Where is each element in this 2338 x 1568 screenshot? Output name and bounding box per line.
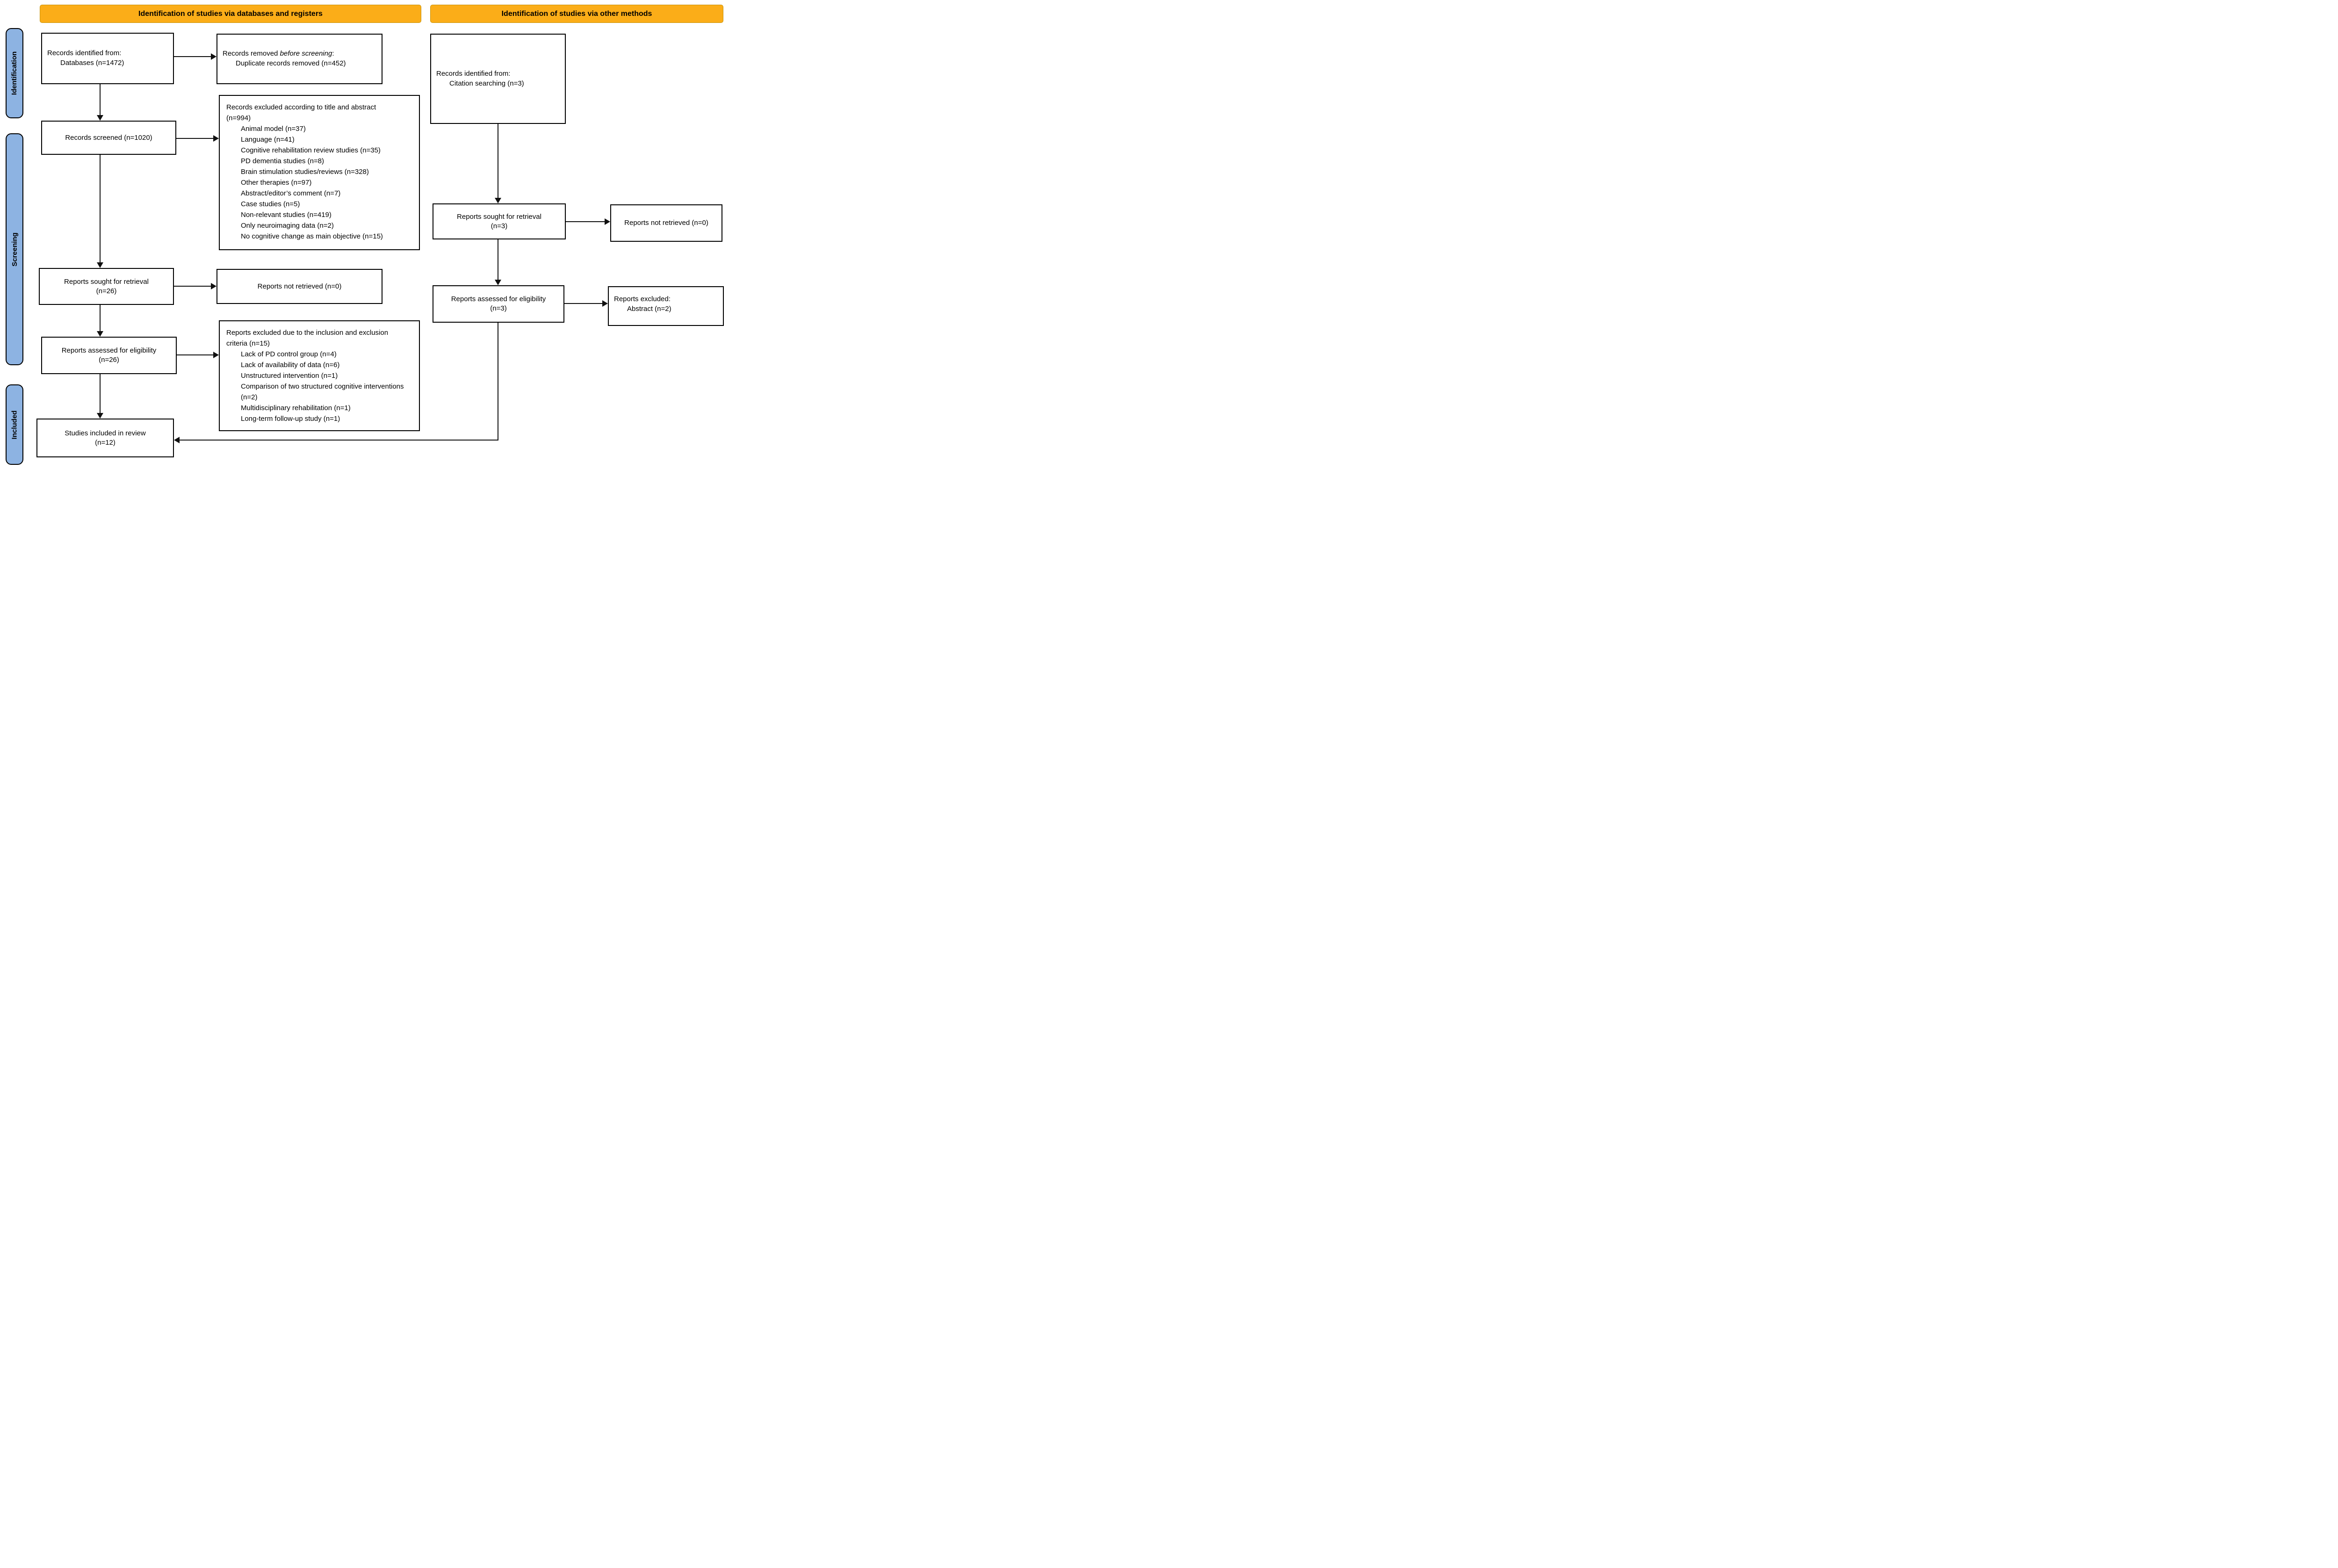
- banner-other-methods-label: Identification of studies via other meth…: [501, 9, 652, 18]
- arrowhead-elbow-to-studies-included: [174, 437, 180, 443]
- banner-databases-registers-label: Identification of studies via databases …: [138, 9, 323, 18]
- connector-identified-to-screened: [100, 84, 101, 115]
- phase-label-included: Included: [10, 410, 19, 439]
- arrowhead-identified-to-screened: [97, 115, 103, 121]
- reports-not-retrieved-right-label: Reports not retrieved (n=0): [624, 219, 708, 227]
- connector-screened-to-excluded: [176, 138, 213, 139]
- reports-sought-line1: Reports sought for retrieval: [64, 277, 149, 286]
- records-removed-suffix: :: [332, 50, 334, 58]
- reports-excluded-abstract-line2: Abstract (n=2): [627, 304, 671, 313]
- prisma-flow-diagram: Identification of studies via databases …: [0, 0, 733, 468]
- records-excluded-item: Other therapies (n=97): [241, 179, 312, 187]
- records-excluded-item: No cognitive change as main objective (n…: [241, 232, 383, 240]
- reports-excluded-criteria-item: Lack of availability of data (n=6): [241, 361, 340, 369]
- arrowhead-identified-to-removed: [211, 53, 216, 60]
- reports-assessed-line1: Reports assessed for eligibility: [61, 347, 157, 355]
- reports-excluded-criteria-item: Long-term follow-up study (n=1): [241, 415, 340, 423]
- reports-excluded-criteria-item: Comparison of two structured cognitive i…: [241, 383, 404, 401]
- connector-sought-to-notretrieved-right: [566, 221, 605, 222]
- box-records-identified-citation: Records identified from: Citation search…: [430, 34, 566, 124]
- box-studies-included: Studies included in review (n=12): [36, 419, 174, 457]
- reports-not-retrieved-label: Reports not retrieved (n=0): [257, 282, 342, 290]
- reports-excluded-criteria-item: Unstructured intervention (n=1): [241, 372, 338, 380]
- connector-screened-to-sought: [100, 155, 101, 262]
- box-records-excluded-title-abstract: Records excluded according to title and …: [219, 95, 420, 250]
- reports-assessed-right-line2: (n=3): [490, 304, 507, 312]
- records-identified-line1: Records identified from:: [47, 49, 122, 58]
- reports-sought-line2: (n=26): [96, 287, 117, 295]
- arrowhead-screened-to-sought: [97, 262, 103, 268]
- reports-excluded-criteria-title: Reports excluded due to the inclusion an…: [226, 329, 389, 347]
- connector-sought-to-notretrieved: [174, 286, 211, 287]
- phase-label-identification: Identification: [10, 51, 19, 95]
- connector-assessed-to-included: [100, 374, 101, 413]
- records-screened-label: Records screened (n=1020): [65, 133, 152, 142]
- arrowhead-assessed-to-excluded: [213, 352, 219, 358]
- records-identified-line2: Databases (n=1472): [60, 59, 124, 67]
- banner-databases-registers: Identification of studies via databases …: [40, 5, 421, 23]
- arrowhead-screened-to-excluded: [213, 135, 219, 142]
- reports-excluded-criteria-item: Multidisciplinary rehabilitation (n=1): [241, 404, 351, 412]
- records-excluded-title: Records excluded according to title and …: [226, 103, 376, 122]
- arrowhead-assessed-to-excluded-right: [602, 300, 608, 307]
- box-reports-sought-retrieval-left: Reports sought for retrieval (n=26): [39, 268, 174, 305]
- banner-other-methods: Identification of studies via other meth…: [430, 5, 723, 23]
- box-reports-assessed-left: Reports assessed for eligibility (n=26): [41, 337, 177, 374]
- connector-assessed-to-excluded: [177, 354, 213, 355]
- connector-right-assessed-elbow-horizontal: [180, 440, 498, 441]
- citation-identified-line1: Records identified from:: [436, 69, 511, 78]
- arrowhead-sought-to-notretrieved: [211, 283, 216, 289]
- reports-excluded-abstract-line1: Reports excluded:: [614, 295, 671, 303]
- reports-sought-right-line1: Reports sought for retrieval: [457, 212, 541, 221]
- arrowhead-sought-to-assessed: [97, 331, 103, 337]
- records-removed-italic: before screening: [280, 50, 332, 58]
- arrowhead-sought-to-assessed-right: [495, 280, 501, 285]
- connector-assessed-to-excluded-right: [564, 303, 602, 304]
- box-records-identified-databases: Records identified from: Databases (n=14…: [41, 33, 174, 84]
- records-removed-line2: Duplicate records removed (n=452): [236, 59, 346, 67]
- records-excluded-item: Abstract/editor’s comment (n=7): [241, 189, 341, 197]
- records-excluded-item: Language (n=41): [241, 136, 295, 144]
- records-excluded-item: Non-relevant studies (n=419): [241, 211, 332, 219]
- reports-excluded-criteria-item: Lack of PD control group (n=4): [241, 350, 337, 358]
- box-reports-excluded-abstract: Reports excluded: Abstract (n=2): [608, 286, 724, 326]
- arrowhead-sought-to-notretrieved-right: [605, 218, 610, 225]
- box-reports-assessed-right: Reports assessed for eligibility (n=3): [433, 285, 564, 323]
- reports-assessed-right-line1: Reports assessed for eligibility: [451, 295, 546, 303]
- connector-identified-to-removed: [174, 56, 211, 57]
- box-reports-excluded-criteria: Reports excluded due to the inclusion an…: [219, 320, 420, 431]
- records-removed-line1: Records removed before screening:: [223, 49, 379, 59]
- reports-assessed-line2: (n=26): [99, 356, 119, 364]
- phase-bar-included: Included: [6, 384, 23, 465]
- studies-included-line1: Studies included in review: [65, 429, 146, 437]
- connector-sought-to-assessed: [100, 305, 101, 331]
- records-excluded-item: Case studies (n=5): [241, 200, 300, 208]
- records-excluded-item: Cognitive rehabilitation review studies …: [241, 146, 381, 154]
- box-reports-not-retrieved-right: Reports not retrieved (n=0): [610, 204, 722, 242]
- records-excluded-item: Animal model (n=37): [241, 125, 306, 133]
- box-records-screened: Records screened (n=1020): [41, 121, 176, 155]
- records-excluded-item: Brain stimulation studies/reviews (n=328…: [241, 168, 369, 176]
- studies-included-line2: (n=12): [95, 438, 115, 447]
- phase-label-screening: Screening: [10, 232, 19, 267]
- citation-identified-line2: Citation searching (n=3): [449, 79, 524, 87]
- phase-bar-screening: Screening: [6, 133, 23, 365]
- reports-sought-right-line2: (n=3): [491, 222, 508, 230]
- box-reports-not-retrieved-left: Reports not retrieved (n=0): [216, 269, 382, 304]
- records-excluded-item: PD dementia studies (n=8): [241, 157, 325, 165]
- arrowhead-assessed-to-included: [97, 413, 103, 419]
- records-removed-prefix: Records removed: [223, 50, 280, 58]
- arrowhead-citation-to-sought: [495, 198, 501, 203]
- box-records-removed-before-screening: Records removed before screening: Duplic…: [216, 34, 382, 84]
- box-reports-sought-retrieval-right: Reports sought for retrieval (n=3): [433, 203, 566, 239]
- phase-bar-identification: Identification: [6, 28, 23, 118]
- records-excluded-item: Only neuroimaging data (n=2): [241, 222, 334, 230]
